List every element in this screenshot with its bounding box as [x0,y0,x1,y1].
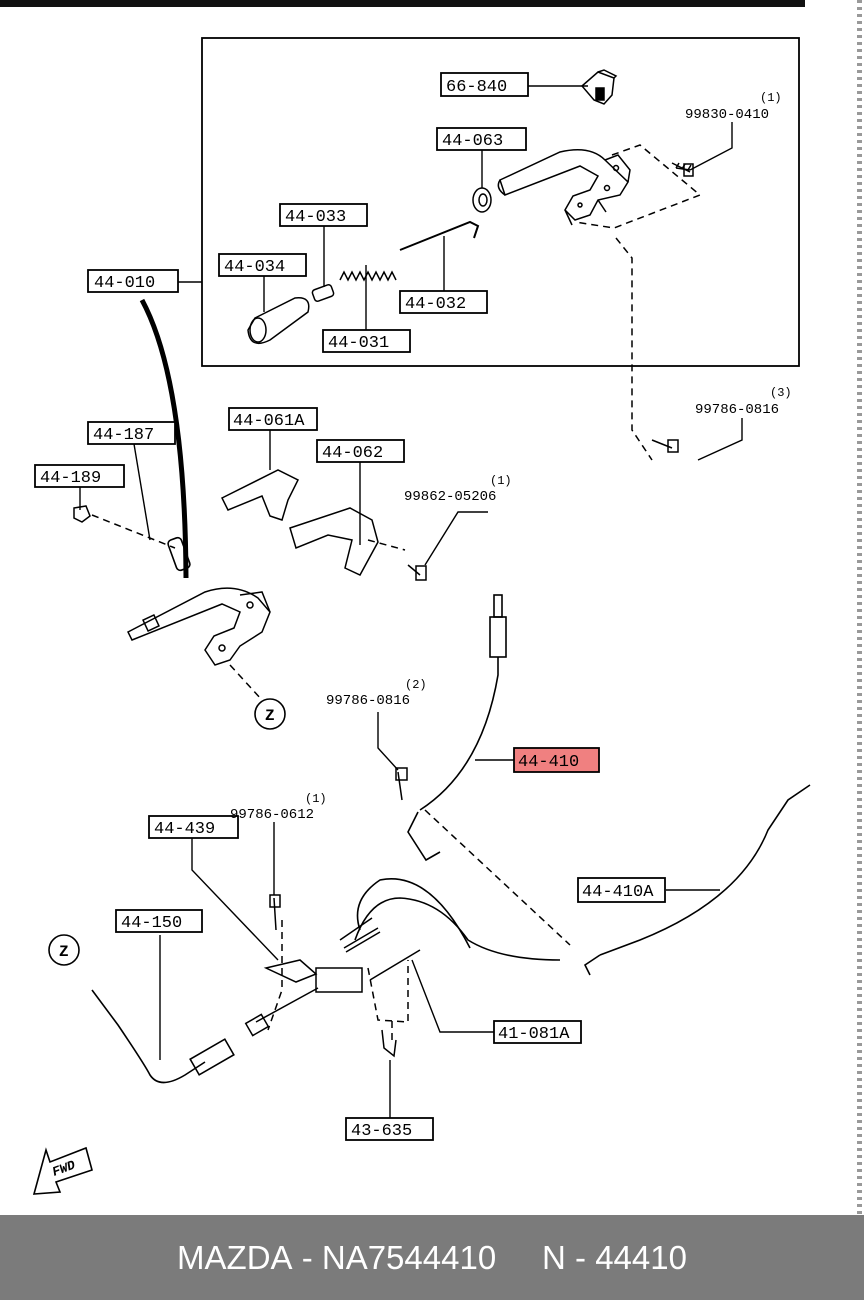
rear-left-cable-drawing [91,989,235,1084]
footer-separator: - [292,1238,322,1276]
bracket-c-drawing [263,959,318,983]
ref1-qty: (1) [760,91,782,105]
footer-code: N - 44410 [542,1238,687,1276]
lever-assembly-drawing [497,149,631,226]
ref4-code: 99786-0816 [326,693,410,709]
ref2-qty: (3) [770,386,792,400]
z-marker-top-circle [254,698,286,730]
parts-diagram: FWD Z Z 66-840 44-063 44-033 44-034 44-0… [0,0,811,1195]
label-66-840: 66-840 [446,78,507,97]
z-marker-top: Z [265,707,275,725]
label-44-187: 44-187 [93,426,154,445]
parking-lever-drawing [126,587,271,666]
label-41-081a: 41-081A [498,1025,570,1044]
label-44-410a: 44-410A [582,883,654,902]
footer-part-number: NA7544410 [321,1238,497,1276]
sleeve-drawing [167,536,191,572]
label-44-062: 44-062 [322,444,383,463]
clip-drawing [73,505,91,523]
equalizer-drawing [244,917,421,1037]
clip-b-drawing [381,1029,397,1058]
dashed-connectors [91,144,702,1040]
label-44-010: 44-010 [94,274,155,293]
top-border-bar [0,0,805,7]
detail-frame [201,37,800,367]
z-marker-left-circle [48,934,80,966]
label-43-635: 43-635 [351,1122,412,1141]
label-44-034: 44-034 [224,258,285,277]
washer-drawing [472,187,492,213]
pin-drawing [311,284,335,302]
ref2-code: 99786-0816 [695,402,779,418]
part-label-boxes [34,72,666,1141]
label-44-031: 44-031 [328,334,389,353]
footer-bar: MAZDA - NA7544410 N - 44410 [0,1215,864,1300]
forward-arrow-icon: FWD [32,1146,93,1195]
ref5-qty: (1) [305,792,327,806]
label-44-033: 44-033 [285,208,346,227]
part-labels: 66-840 44-063 44-033 44-034 44-010 44-03… [40,78,654,1141]
ref5-code: 99786-0612 [230,807,314,823]
label-44-410: 44-410 [518,753,579,772]
lever-cable-sheath [139,298,189,579]
label-44-061a: 44-061A [233,412,305,431]
front-cable-drawing [407,594,507,862]
label-44-150: 44-150 [121,914,182,933]
spring-drawing [339,270,397,282]
page-edge-strip [857,0,862,1215]
bracket-b-drawing [289,507,379,576]
leader-lines [79,85,743,1118]
footer-brand: MAZDA [177,1238,293,1276]
label-44-439: 44-439 [154,820,215,839]
button-part-drawing [580,69,618,105]
highlight-box [513,747,600,773]
bracket-a-drawing [220,469,300,521]
z-marker-left: Z [59,943,69,961]
bolt-drawings [269,162,694,931]
ref3-code: 99862-05206 [404,489,496,505]
ref1-code: 99830-0410 [685,107,769,123]
rear-cable-drawing [354,784,811,976]
label-44-063: 44-063 [442,132,503,151]
label-44-032: 44-032 [405,295,466,314]
reference-codes: (1) 99830-0410 (3) 99786-0816 (1) 99862-… [230,91,792,823]
ref3-qty: (1) [490,474,512,488]
label-44-189: 44-189 [40,469,101,488]
footer-gap [496,1239,542,1277]
knob-drawing [247,297,310,345]
rod-drawing [399,220,480,251]
ref4-qty: (2) [405,678,427,692]
